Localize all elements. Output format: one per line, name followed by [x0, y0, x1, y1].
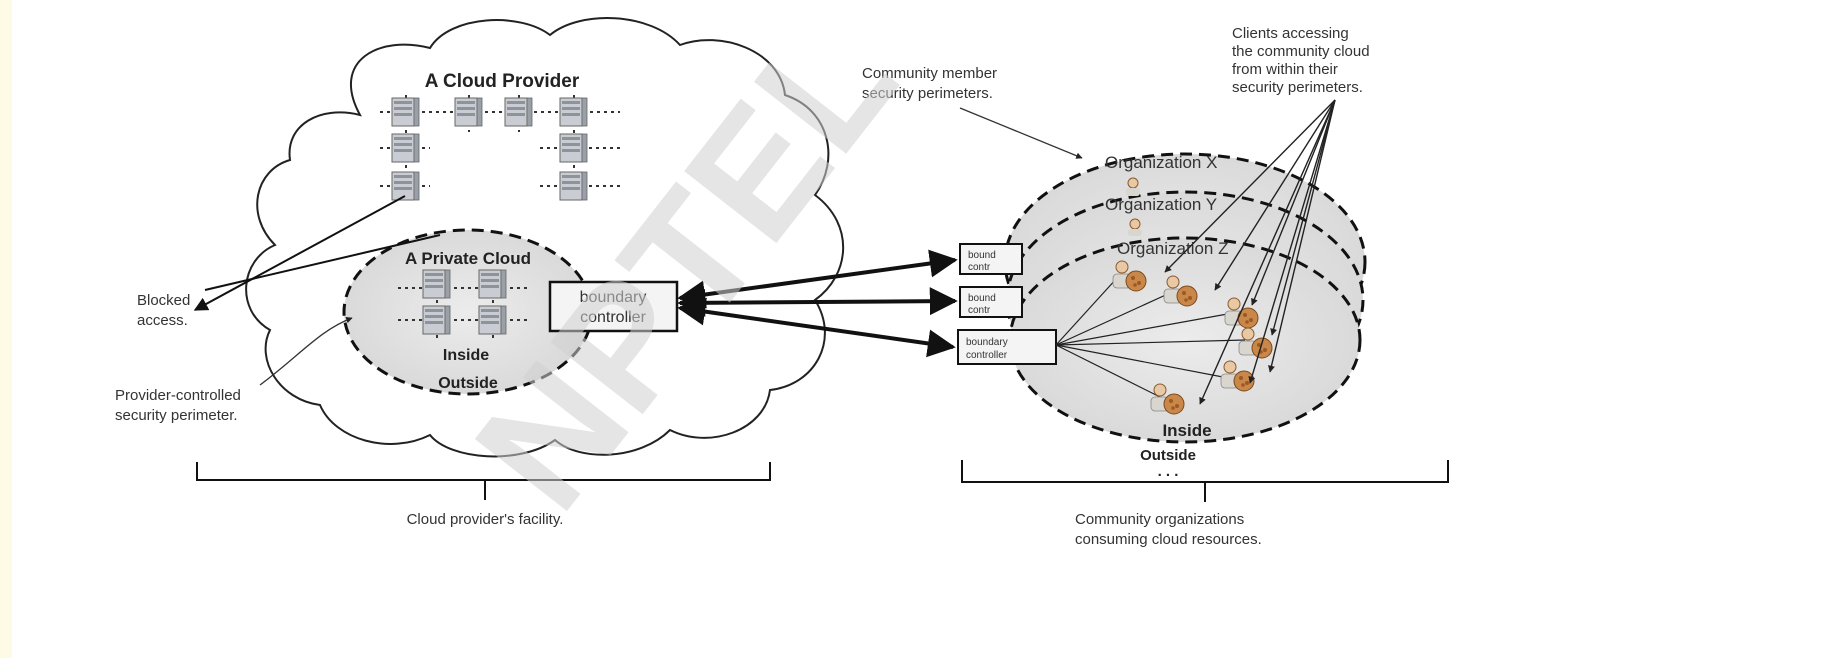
clients-line4: security perimeters. [1232, 79, 1363, 96]
private-cloud-title: A Private Cloud [405, 249, 531, 268]
server-icon [559, 133, 588, 163]
boundary-y-line1: bound [968, 293, 996, 304]
community-inside-label: Inside [1162, 421, 1211, 440]
provider-perimeter-line1: Provider-controlled [115, 387, 241, 404]
person-icon [1128, 218, 1142, 236]
boundary-z-line2: controller [966, 350, 1008, 361]
boundary-x-line2: contr [968, 262, 991, 273]
server-icon [454, 97, 483, 127]
ellipsis-label: . . . [1158, 463, 1179, 480]
blocked-access-line1: Blocked [137, 292, 190, 309]
boundary-controller-org-x [959, 243, 1023, 275]
org-x-label: Organization X [1105, 153, 1217, 172]
server-icon [478, 305, 507, 335]
private-outside-label: Outside [438, 375, 498, 392]
private-inside-label: Inside [443, 347, 489, 364]
clients-line2: the community cloud [1232, 43, 1370, 60]
org-z-perimeter [1008, 236, 1362, 444]
member-perimeters-line1: Community member [862, 65, 997, 82]
boundary-y-line2: contr [968, 305, 991, 316]
boundary-main-line2: controller [580, 309, 646, 326]
community-label-line1: Community organizations [1075, 511, 1244, 528]
server-icon [559, 97, 588, 127]
boundary-controller-main [548, 280, 679, 333]
facility-brace [196, 462, 771, 500]
clients-line3: from within their [1232, 61, 1338, 78]
boundary-main-line1: boundary [580, 289, 647, 306]
server-icon [391, 97, 420, 127]
server-icon [478, 269, 507, 299]
boundary-x-line1: bound [968, 250, 996, 261]
server-icon [391, 171, 420, 201]
boundary-z-line1: boundary [966, 337, 1008, 348]
person-icon [1126, 177, 1140, 196]
community-outside-label: Outside [1140, 447, 1196, 464]
server-icon [391, 133, 420, 163]
server-icon [422, 269, 451, 299]
server-icon [504, 97, 533, 127]
boundary-controller-org-y [959, 286, 1023, 318]
org-z-label: Organization Z [1117, 239, 1229, 258]
provider-perimeter-line2: security perimeter. [115, 407, 238, 424]
clients-line1: Clients accessing [1232, 25, 1349, 42]
community-brace [961, 460, 1449, 502]
community-label-line2: consuming cloud resources. [1075, 531, 1262, 548]
org-y-label: Organization Y [1105, 195, 1217, 214]
member-perimeters-line2: security perimeters. [862, 85, 993, 102]
facility-label: Cloud provider's facility. [407, 511, 564, 528]
cloud-provider-title: A Cloud Provider [425, 71, 580, 92]
server-icon [422, 305, 451, 335]
blocked-access-line2: access. [137, 312, 188, 329]
server-icon [559, 171, 588, 201]
boundary-controller-org-z [957, 329, 1057, 365]
